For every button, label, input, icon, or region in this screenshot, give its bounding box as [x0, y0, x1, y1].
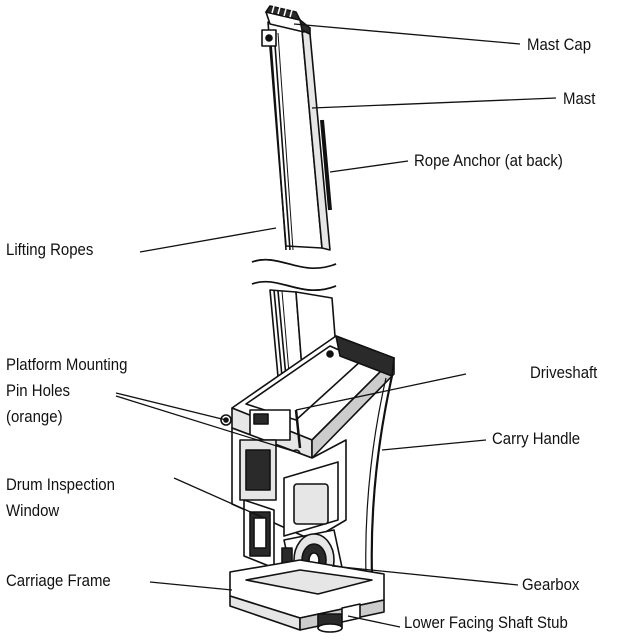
mast-cap [261, 5, 311, 47]
label-pin-holes-line2: Pin Holes [6, 381, 71, 400]
label-rope-anchor: Rope Anchor (at back) [414, 151, 563, 170]
leader-pin-holes-a [115, 392, 227, 421]
leader-drum-window [173, 477, 265, 519]
leader-mast [311, 97, 557, 109]
mast [267, 21, 332, 251]
label-pin-holes-line1: Platform Mounting [6, 355, 128, 374]
drum-body [231, 427, 347, 569]
leader-mast-cap [293, 23, 521, 45]
leader-driveshaft [295, 373, 467, 411]
carriage-frame [229, 559, 385, 631]
leader-lifting-ropes [139, 227, 277, 253]
label-lower-shaft-stub: Lower Facing Shaft Stub [404, 613, 568, 632]
leader-carriage-frame [149, 581, 233, 591]
label-carry-handle: Carry Handle [492, 429, 581, 448]
mast-break [251, 258, 337, 291]
label-pin-holes-line3: (orange) [6, 407, 63, 426]
leader-lines [115, 23, 557, 628]
label-drum-window-line2: Window [6, 501, 60, 520]
leader-rope-anchor [329, 160, 409, 173]
leader-carry-handle [381, 439, 487, 451]
leader-shaft-stub [347, 615, 401, 628]
label-mast-cap: Mast Cap [527, 35, 592, 54]
carry-handle [365, 375, 394, 577]
label-drum-window-line1: Drum Inspection [6, 475, 115, 494]
label-lifting-ropes: Lifting Ropes [6, 240, 94, 259]
label-carriage-frame: Carriage Frame [6, 571, 111, 590]
label-mast: Mast [563, 89, 596, 108]
leader-gearbox [331, 565, 519, 586]
label-driveshaft: Driveshaft [530, 363, 598, 382]
drive-housing [220, 335, 395, 459]
leader-pin-holes-b [115, 395, 297, 453]
label-gearbox: Gearbox [522, 575, 580, 594]
